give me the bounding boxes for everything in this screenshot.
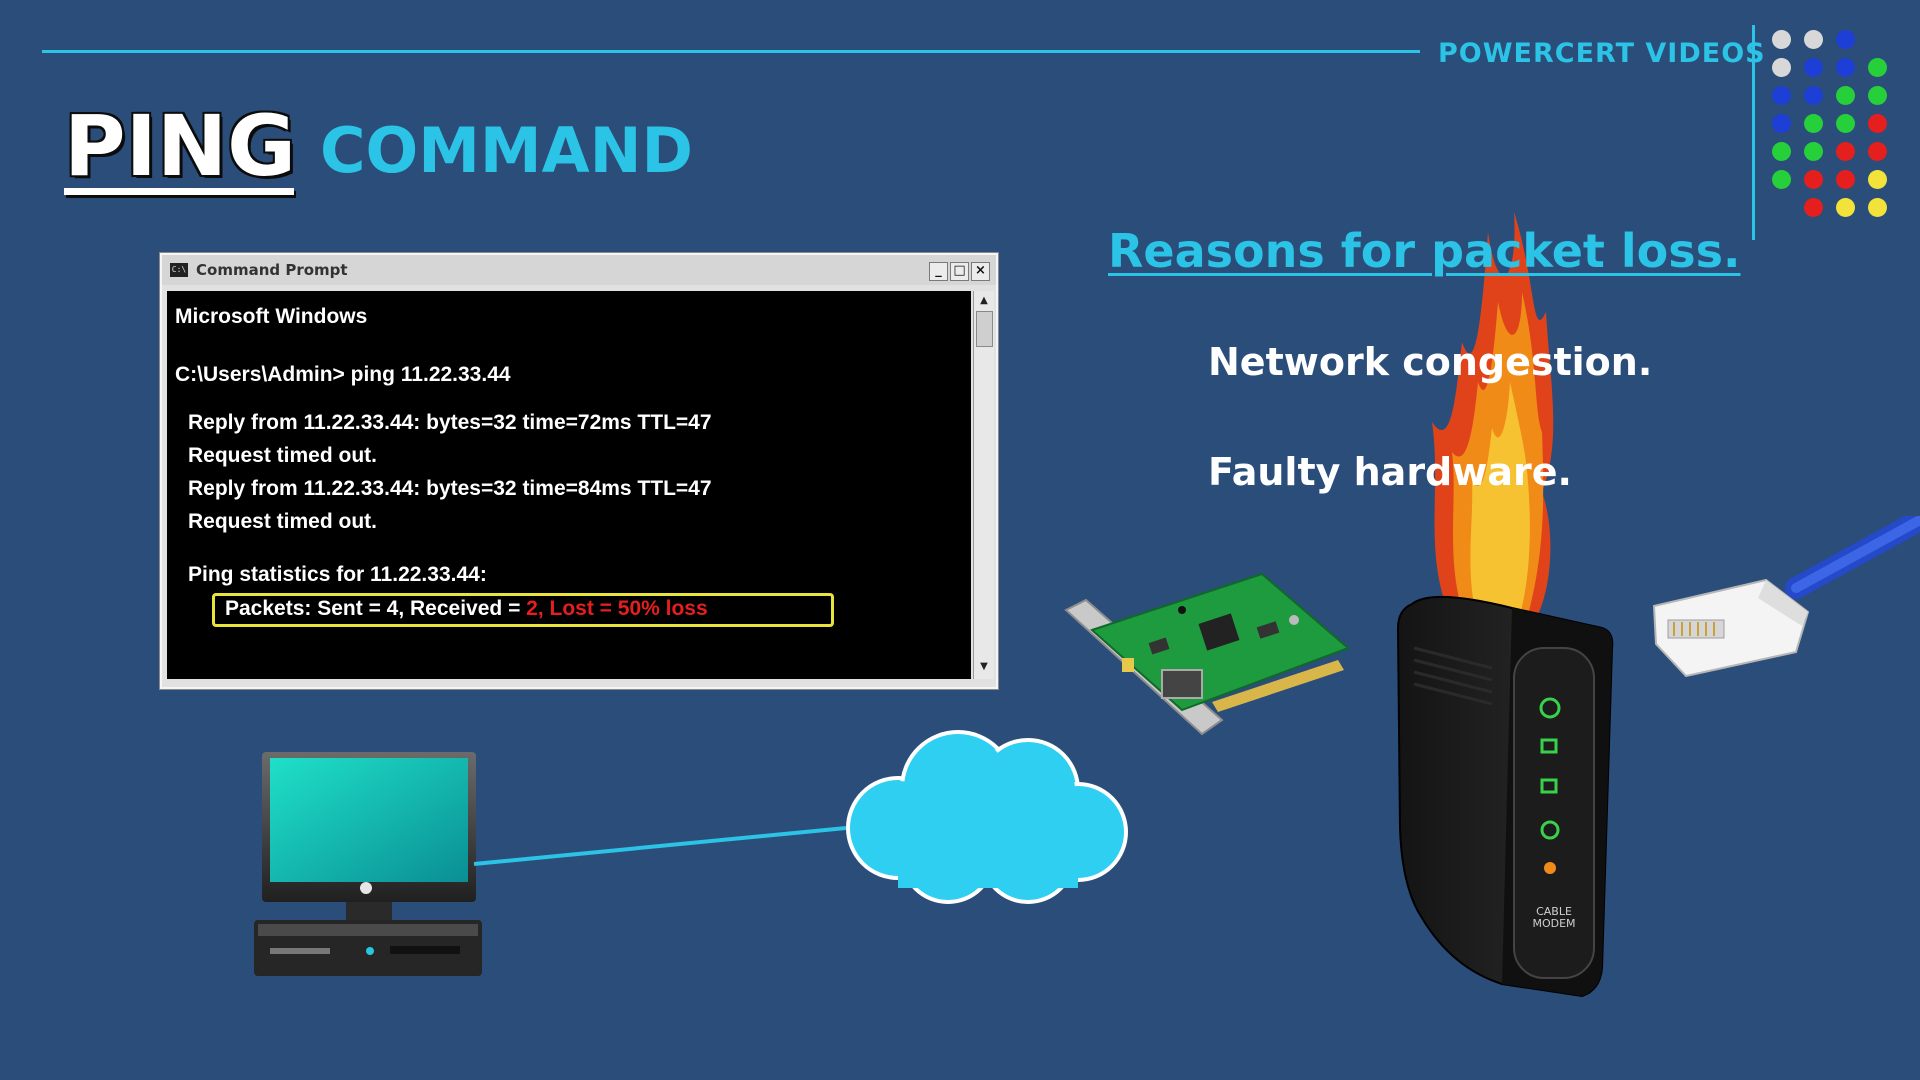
- decorative-dot: [1836, 86, 1855, 105]
- modem-label: CABLE MODEM: [1532, 905, 1576, 930]
- decorative-dot: [1868, 142, 1887, 161]
- decorative-dot: [1804, 198, 1823, 217]
- reason-item: Network congestion.: [1208, 340, 1653, 384]
- vertical-scrollbar[interactable]: ▲ ▼: [973, 291, 994, 679]
- maximize-button[interactable]: □: [950, 262, 969, 281]
- title-underline: [64, 188, 294, 195]
- reason-item: Faulty hardware.: [1208, 450, 1572, 494]
- decorative-dot: [1772, 170, 1791, 189]
- console-line-os: Microsoft Windows: [175, 305, 368, 328]
- packet-stats-highlight-box: [212, 593, 834, 627]
- packet-stats-text: Packets: Sent = 4, Received =: [225, 597, 527, 620]
- decorative-dot: [1836, 114, 1855, 133]
- console-line-timeout: Request timed out.: [188, 510, 378, 533]
- decorative-dot: [1868, 170, 1887, 189]
- ethernet-cable-icon: [1652, 516, 1920, 678]
- desktop-computer-icon: [254, 752, 482, 976]
- packet-loss-text: 2, Lost = 50% loss: [526, 597, 708, 620]
- console-line-packet-stats: Packets: Sent = 4, Received = 2, Lost = …: [225, 597, 708, 621]
- decorative-dot: [1836, 198, 1855, 217]
- brand-name: POWERCERT VIDEOS: [1438, 38, 1766, 69]
- close-button[interactable]: ×: [971, 262, 990, 281]
- reasons-heading: Reasons for packet loss.: [1108, 224, 1741, 278]
- decorative-dot: [1772, 58, 1791, 77]
- decorative-dot: [1868, 58, 1887, 77]
- decorative-dot: [1836, 58, 1855, 77]
- cable-modem-icon: [1396, 595, 1614, 998]
- page-subtitle: COMMAND: [320, 114, 693, 187]
- console-line-prompt: C:\Users\Admin> ping 11.22.33.44: [175, 363, 511, 386]
- minimize-button[interactable]: _: [929, 262, 948, 281]
- console-line-reply: Reply from 11.22.33.44: bytes=32 time=72…: [188, 411, 712, 434]
- brand-divider-line: [1752, 25, 1755, 240]
- network-interface-card-icon: [1064, 572, 1350, 736]
- decorative-dot: [1804, 58, 1823, 77]
- decorative-dot: [1772, 114, 1791, 133]
- fire-flames-icon: [1432, 212, 1554, 622]
- console-line-stats-header: Ping statistics for 11.22.33.44:: [188, 563, 487, 586]
- decorative-dot: [1868, 198, 1887, 217]
- header-divider-line: [42, 50, 1420, 53]
- page-title: PING: [64, 97, 297, 195]
- window-title: Command Prompt: [196, 261, 348, 279]
- decorative-dot: [1836, 170, 1855, 189]
- decorative-dot-grid: [1772, 30, 1902, 230]
- decorative-dot: [1804, 86, 1823, 105]
- decorative-dot: [1804, 114, 1823, 133]
- decorative-dot: [1804, 142, 1823, 161]
- decorative-dot: [1804, 170, 1823, 189]
- decorative-dot: [1836, 142, 1855, 161]
- decorative-dot: [1836, 30, 1855, 49]
- scroll-up-arrow-icon[interactable]: ▲: [980, 295, 988, 306]
- window-titlebar[interactable]: C:\ Command Prompt _ □ ×: [162, 255, 996, 285]
- decorative-dot: [1772, 86, 1791, 105]
- decorative-dot: [1868, 86, 1887, 105]
- command-prompt-window[interactable]: C:\ Command Prompt _ □ × Microsoft Windo…: [160, 253, 998, 689]
- cmd-icon: C:\: [170, 263, 188, 277]
- decorative-dot: [1804, 30, 1823, 49]
- network-link-line: [473, 826, 847, 866]
- console-line-reply: Reply from 11.22.33.44: bytes=32 time=84…: [188, 477, 712, 500]
- decorative-dot: [1772, 30, 1791, 49]
- internet-cloud-icon: [846, 730, 1128, 904]
- scroll-down-arrow-icon[interactable]: ▼: [980, 661, 988, 672]
- decorative-dot: [1772, 142, 1791, 161]
- scrollbar-thumb[interactable]: [976, 311, 993, 347]
- decorative-dot: [1868, 114, 1887, 133]
- console-line-timeout: Request timed out.: [188, 444, 378, 467]
- console-output[interactable]: Microsoft Windows C:\Users\Admin> ping 1…: [167, 291, 971, 679]
